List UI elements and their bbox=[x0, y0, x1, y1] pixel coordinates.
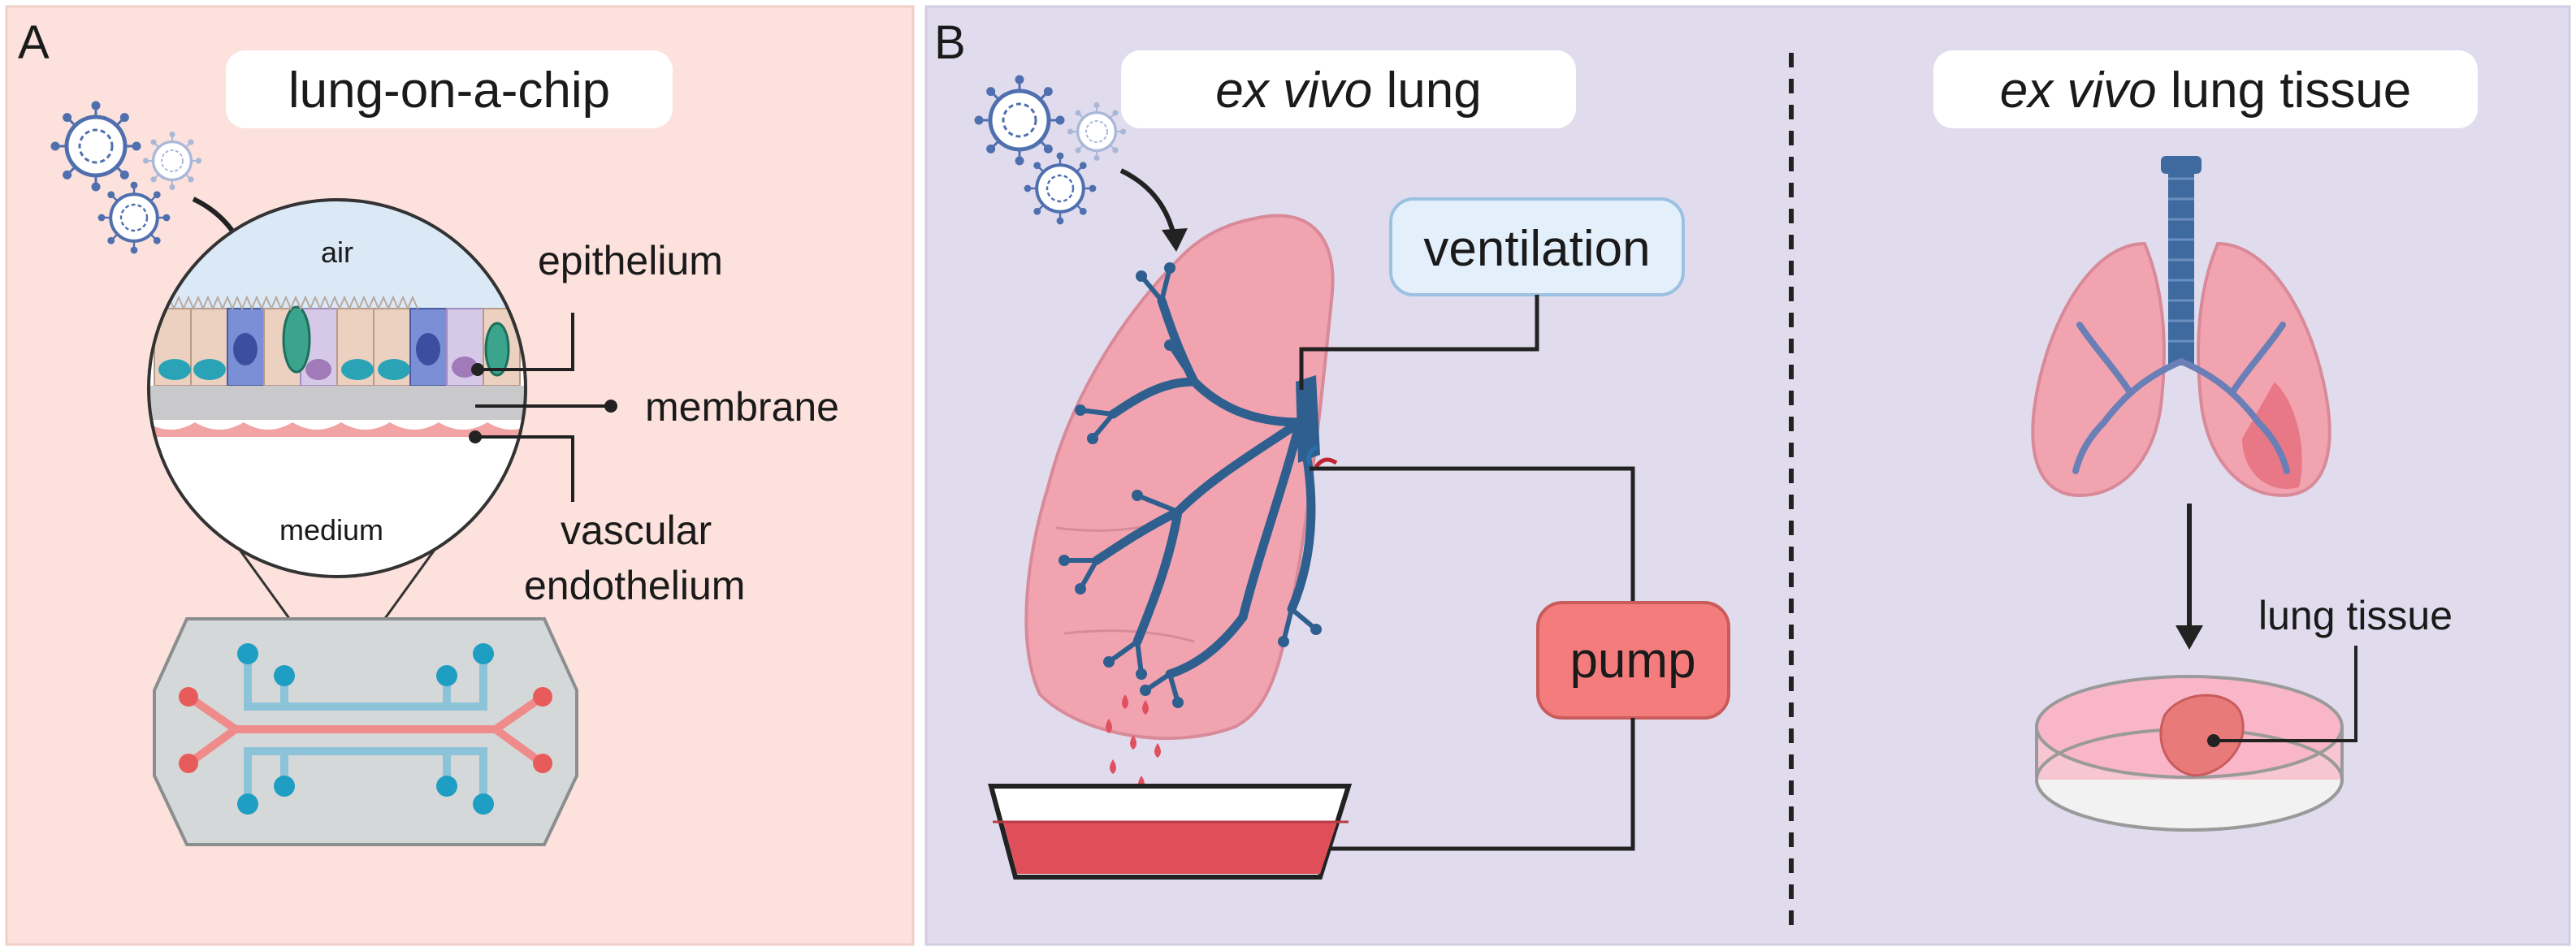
panel-a-title-box bbox=[226, 50, 673, 128]
epithelial-cells bbox=[154, 295, 521, 387]
virus-icon bbox=[142, 131, 202, 191]
panel-b-letter: B bbox=[934, 16, 966, 69]
ventilation-label: ventilation bbox=[1423, 221, 1650, 277]
reservoir-blood bbox=[1003, 822, 1337, 874]
lung-tissue-label: lung tissue bbox=[2258, 593, 2453, 638]
virus-icon bbox=[1023, 151, 1098, 226]
virus-icon bbox=[973, 74, 1066, 166]
pump-label: pump bbox=[1569, 633, 1695, 689]
petri-dish bbox=[2035, 675, 2344, 832]
endothelium-label: endothelium bbox=[524, 563, 745, 608]
ex-vivo-tissue-title-box bbox=[1933, 50, 2478, 128]
panel-b: B ex vivo lung bbox=[924, 5, 2571, 946]
chip-channels-blue bbox=[244, 658, 487, 800]
perfusion-line-top bbox=[1310, 466, 1635, 603]
medium-label: medium bbox=[279, 513, 383, 547]
zoom-circle bbox=[149, 200, 526, 577]
air-label: air bbox=[321, 236, 353, 269]
epithelium-leader bbox=[478, 313, 574, 371]
panel-a-title: lung-on-a-chip bbox=[288, 63, 610, 119]
endothelium-leader bbox=[475, 435, 574, 502]
lung-lobe bbox=[1024, 214, 1335, 741]
membrane-label: membrane bbox=[645, 384, 839, 430]
panel-a: A lung-on-a-chip bbox=[5, 5, 915, 946]
bronchi bbox=[2072, 322, 2290, 474]
chip-channels-red bbox=[188, 694, 543, 766]
ventilation-line bbox=[1299, 295, 1539, 390]
ex-vivo-lung-illustration bbox=[1024, 214, 1338, 741]
infection-arrow bbox=[1119, 168, 1176, 236]
lungs-illustration bbox=[2031, 156, 2331, 498]
membrane-layer bbox=[149, 386, 526, 420]
trachea bbox=[2161, 156, 2202, 365]
panel-a-letter: A bbox=[18, 16, 50, 69]
ex-vivo-lung-title-box bbox=[1121, 50, 1576, 128]
lung-tissue-piece bbox=[2159, 694, 2245, 777]
vascular-label: vascular bbox=[561, 508, 712, 553]
virus-icon bbox=[97, 180, 171, 255]
endothelium-layer bbox=[149, 422, 526, 437]
zoom-circle-outline bbox=[147, 198, 527, 578]
arrow-head-icon bbox=[1162, 228, 1188, 252]
perfusion-line-bottom bbox=[1296, 718, 1635, 851]
trachea-stub bbox=[1296, 375, 1320, 463]
ex-vivo-tissue-title: ex vivo lung tissue bbox=[2000, 63, 2412, 119]
epithelium-label: epithelium bbox=[538, 238, 723, 283]
ex-vivo-lung-title: ex vivo lung bbox=[1215, 63, 1481, 119]
left-lung bbox=[2031, 241, 2166, 498]
microfluidic-chip bbox=[153, 617, 578, 846]
arrow-down-icon bbox=[2176, 625, 2203, 650]
virus-icon bbox=[1067, 102, 1127, 162]
virus-icon bbox=[50, 100, 142, 192]
tissue-leader bbox=[2214, 646, 2357, 742]
